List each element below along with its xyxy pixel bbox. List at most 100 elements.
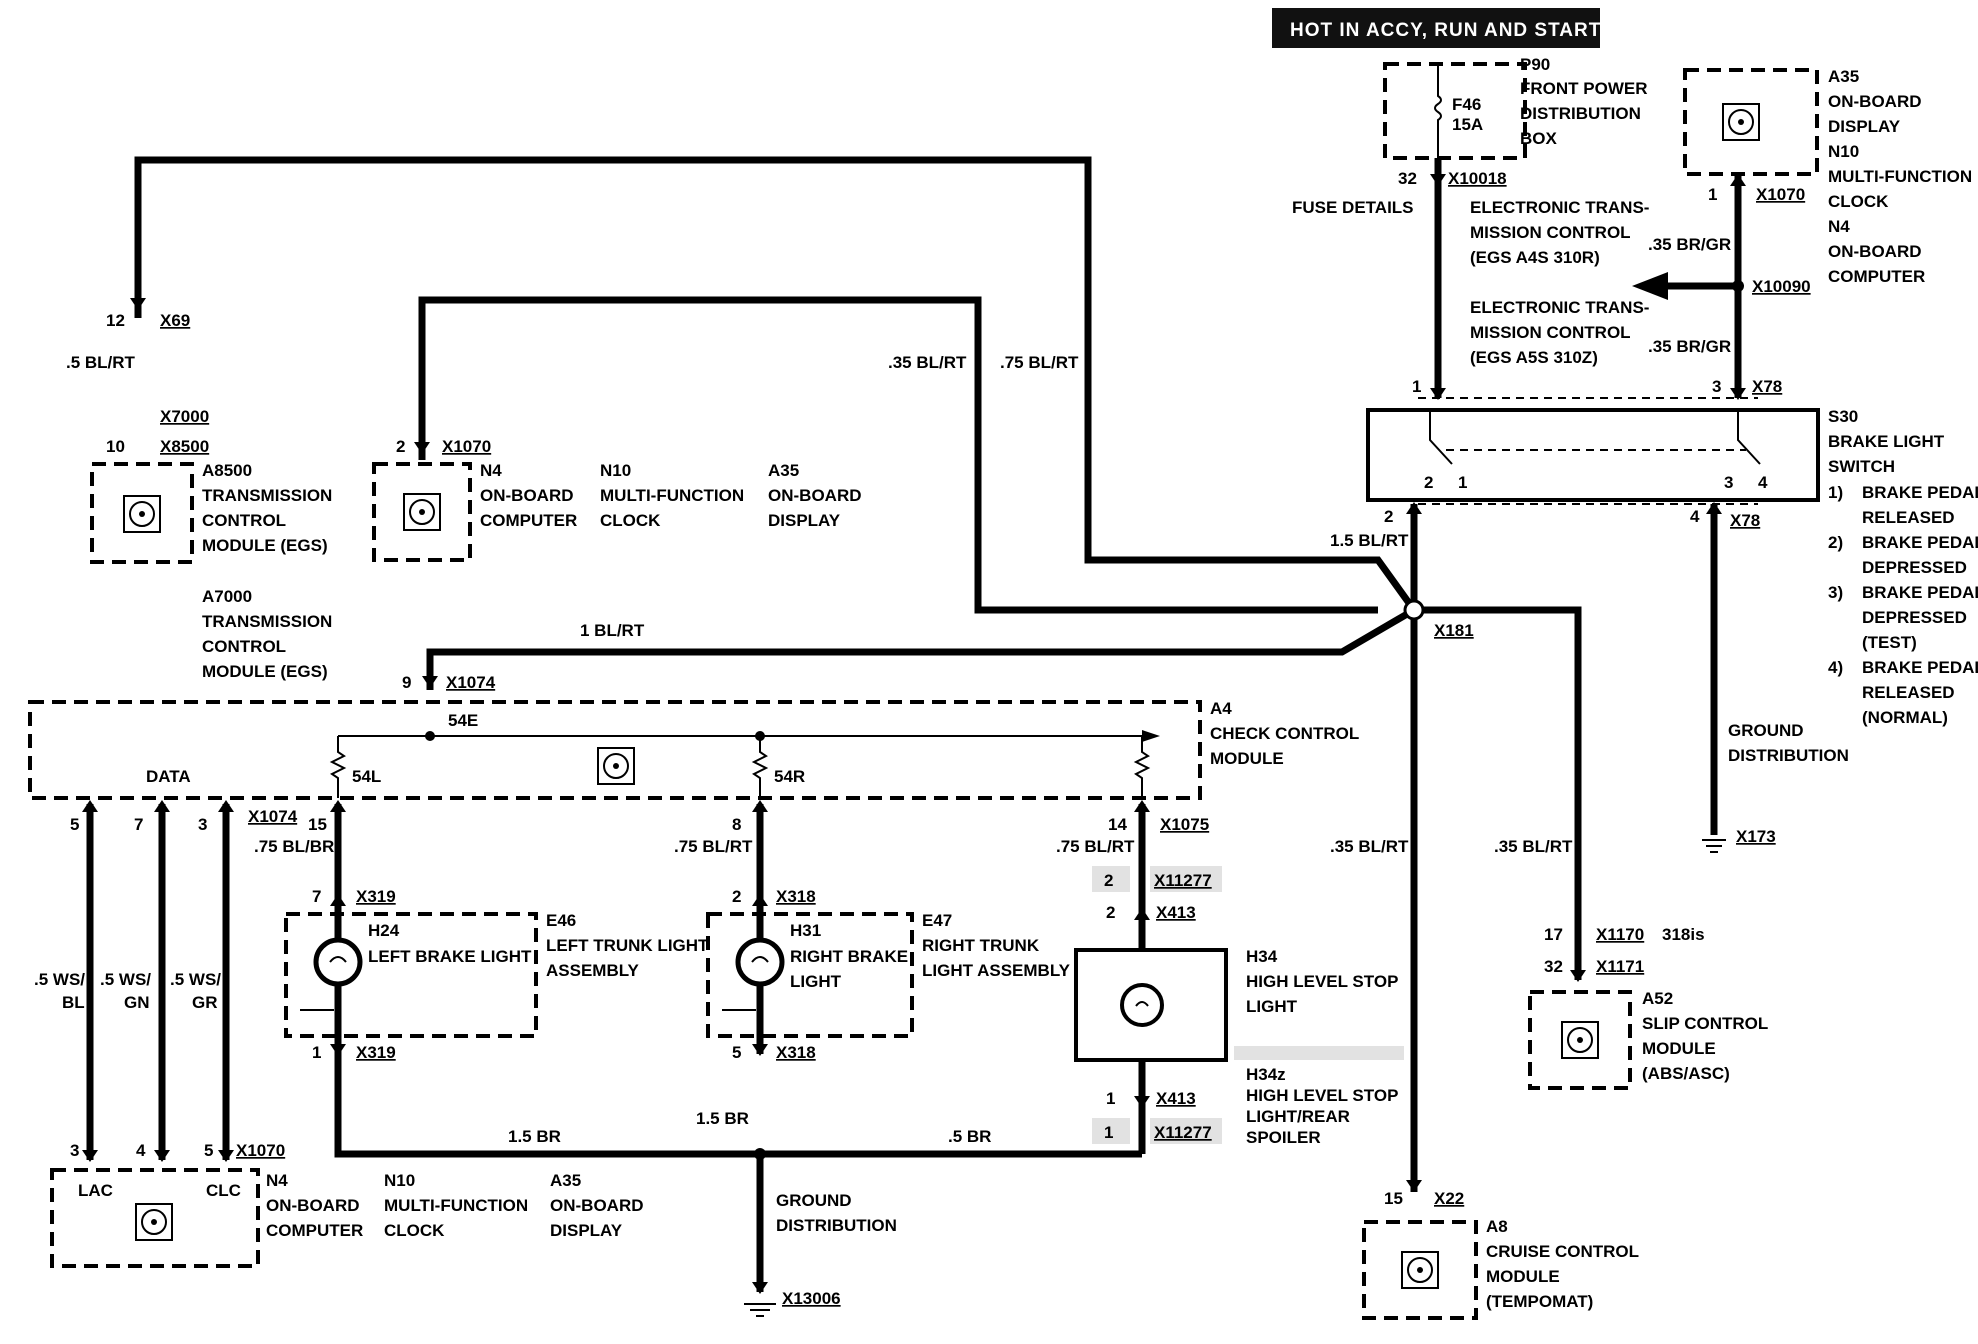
legend-2-num: 2)	[1828, 533, 1843, 552]
s30-pin-3: 3	[1712, 377, 1721, 396]
obc-top-c2: DISPLAY	[768, 511, 841, 530]
obc-top-b0: N10	[600, 461, 631, 480]
obc-bottom-connector: X1070	[236, 1141, 285, 1160]
legend-4-line3: (NORMAL)	[1862, 708, 1948, 727]
obc-bottom-pin-3: 3	[70, 1141, 79, 1160]
data-wire-2-l2: GN	[124, 993, 150, 1012]
legend-2-line1: BRAKE PEDAL	[1862, 533, 1978, 552]
s30-contact-4: 4	[1758, 473, 1768, 492]
left-brake-connector-top: X319	[356, 887, 396, 906]
high-stop-pin-bottom: 1	[1106, 1089, 1115, 1108]
obc-top-a1: ON-BOARD	[480, 486, 574, 505]
right-assembly-code: E47	[922, 911, 952, 930]
tcm-alt-line0: A7000	[202, 587, 252, 606]
high-level-stop-light: .75 BL/RT 2 X11277 2 X413 H34 HIGH LEVEL…	[1056, 837, 1404, 1147]
cc-data-pin-7: 7	[134, 815, 143, 834]
egs-note-a5s: ELECTRONIC TRANS- MISSION CONTROL (EGS A…	[1470, 298, 1649, 367]
cc-label-54e: 54E	[448, 711, 478, 730]
cruise-wire: .35 BL/RT	[1330, 837, 1409, 856]
obc-bottom-a0: N4	[266, 1171, 288, 1190]
legend-4-line1: BRAKE PEDAL	[1862, 658, 1978, 677]
data-wire-1-l1: .5 WS/	[34, 970, 85, 989]
x10090-wire-upper: .35 BR/GR	[1648, 235, 1731, 254]
ground-bus-line2: DISTRIBUTION	[776, 1216, 897, 1235]
top-right-module: A35 ON-BOARD DISPLAY N10 MULTI-FUNCTION …	[1683, 67, 1972, 286]
right-brake-code: H31	[790, 921, 821, 940]
egs-note-a4s-line1: ELECTRONIC TRANS-	[1470, 198, 1649, 217]
trm-line8: COMPUTER	[1828, 267, 1925, 286]
right-assembly-line1: RIGHT TRUNK	[922, 936, 1040, 955]
module-icon	[597, 747, 635, 785]
egs-note-a5s-line3: (EGS A5S 310Z)	[1470, 348, 1598, 367]
obc-top-b2: CLOCK	[600, 511, 661, 530]
right-brake-light: .75 BL/RT 2 X318 H31 RIGHT BRAKE LIGHT E…	[674, 837, 1071, 1062]
ground-right-connector: X173	[1736, 827, 1776, 846]
wire-035-blrt: .35 BL/RT	[888, 353, 967, 372]
right-brake-connector-bottom: X318	[776, 1043, 816, 1062]
obc-top-connector: X1070	[442, 437, 491, 456]
check-control-module: 9 X1074 54E 54L 54R DATA A4 CHECK CONTRO…	[28, 673, 1359, 834]
ground-wire-right: .5 BR	[948, 1127, 991, 1146]
egs-note-a5s-line2: MISSION CONTROL	[1470, 323, 1631, 342]
ground-bus-connector: X13006	[782, 1289, 841, 1308]
left-brake-line: LEFT BRAKE LIGHT	[368, 947, 532, 966]
s30-wire-left: 1.5 BL/RT	[1330, 531, 1409, 550]
right-brake-pin-top: 2	[732, 887, 741, 906]
s30-pin-4: 4	[1690, 507, 1700, 526]
high-stop-alt-line2: LIGHT/REAR	[1246, 1107, 1350, 1126]
onboard-computer-top: 2 X1070 N4 ON-BOARD COMPUTER N10 MULTI-F…	[372, 437, 862, 562]
cc-line1: CHECK CONTROL	[1210, 724, 1359, 743]
right-brake-connector-top: X318	[776, 887, 816, 906]
module-icon	[123, 495, 161, 533]
obc-top-pin: 2	[396, 437, 405, 456]
fuse-box-line1: FRONT POWER	[1520, 79, 1648, 98]
s30-line1: BRAKE LIGHT	[1828, 432, 1945, 451]
wire-05-blrt: .5 BL/RT	[66, 353, 136, 372]
high-stop-pin-shaded-top: 2	[1104, 871, 1113, 890]
right-brake-line1: RIGHT BRAKE	[790, 947, 908, 966]
slip-line2: MODULE	[1642, 1039, 1716, 1058]
obc-bottom-c1: ON-BOARD	[550, 1196, 644, 1215]
slip-pin-32: 32	[1544, 957, 1563, 976]
module-icon	[1401, 1251, 1439, 1289]
right-brake-pin-bottom: 5	[732, 1043, 741, 1062]
high-stop-line1: HIGH LEVEL STOP	[1246, 972, 1398, 991]
high-stop-pin-top: 2	[1106, 903, 1115, 922]
ground-right-line1: GROUND	[1728, 721, 1804, 740]
legend-4-line2: RELEASED	[1862, 683, 1955, 702]
trm-connector: X1070	[1756, 185, 1805, 204]
obc-bottom-c0: A35	[550, 1171, 581, 1190]
tcm-line3: MODULE (EGS)	[202, 536, 328, 555]
cruise-code: A8	[1486, 1217, 1508, 1236]
slip-variant: 318is	[1662, 925, 1705, 944]
cruise-pin: 15	[1384, 1189, 1403, 1208]
fuse-box-line2: DISTRIBUTION	[1520, 104, 1641, 123]
cruise-line1: CRUISE CONTROL	[1486, 1242, 1639, 1261]
s30-line2: SWITCH	[1828, 457, 1895, 476]
cc-out-mid-pin: 8	[732, 815, 741, 834]
s30-connector-bottom: X78	[1730, 511, 1760, 530]
cc-out-right-pin: 14	[1108, 815, 1127, 834]
ground-wire-left: 1.5 BR	[508, 1127, 561, 1146]
brake-light-switch: 2 1 3 4 1 3 X78 S30 BRAKE LIGHT SWITCH 2…	[1330, 377, 1945, 550]
slip-line1: SLIP CONTROL	[1642, 1014, 1768, 1033]
tcm-pin: 10	[106, 437, 125, 456]
obc-bottom-clc: CLC	[206, 1181, 241, 1200]
s30-pin-1: 1	[1412, 377, 1421, 396]
high-stop-code: H34	[1246, 947, 1278, 966]
right-brake-wire: .75 BL/RT	[674, 837, 753, 856]
high-stop-alt-line3: SPOILER	[1246, 1128, 1321, 1147]
s30-contact-2: 2	[1424, 473, 1433, 492]
egs-note-a5s-line1: ELECTRONIC TRANS-	[1470, 298, 1649, 317]
high-stop-connector-top: X413	[1156, 903, 1196, 922]
tcm-line2: CONTROL	[202, 511, 286, 530]
module-icon	[135, 1203, 173, 1241]
tcm-connector-top: X69	[160, 311, 190, 330]
high-stop-wire: .75 BL/RT	[1056, 837, 1135, 856]
x10090-connector: X10090	[1752, 277, 1811, 296]
cc-code: A4	[1210, 699, 1232, 718]
s30-pin-2: 2	[1384, 507, 1393, 526]
obc-bottom-pin-4: 4	[136, 1141, 146, 1160]
legend-2-line2: DEPRESSED	[1862, 558, 1967, 577]
cruise-connector: X22	[1434, 1189, 1464, 1208]
